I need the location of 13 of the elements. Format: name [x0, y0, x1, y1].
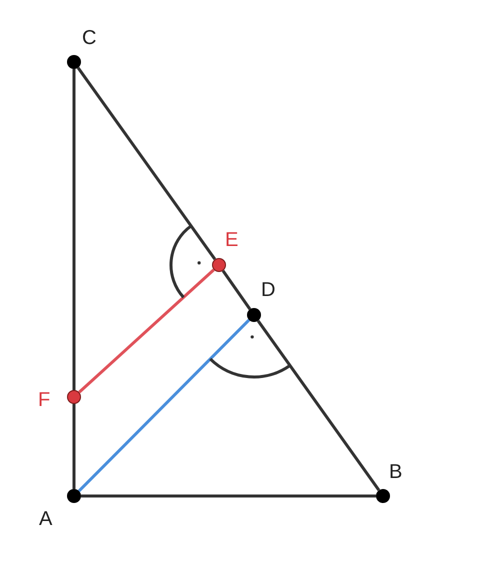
line-segment — [78, 268, 215, 394]
line-segment — [81, 494, 376, 498]
point-label: E — [225, 230, 238, 250]
point-label: F — [38, 390, 50, 410]
line-segment — [76, 66, 216, 260]
line-segment — [222, 270, 252, 310]
line-segment — [256, 320, 380, 492]
point-label: B — [389, 462, 402, 482]
point-label: D — [261, 280, 276, 300]
line-segment — [78, 318, 250, 492]
point-label: C — [82, 28, 96, 48]
line-segment — [72, 69, 76, 489]
point-label: A — [39, 509, 52, 529]
